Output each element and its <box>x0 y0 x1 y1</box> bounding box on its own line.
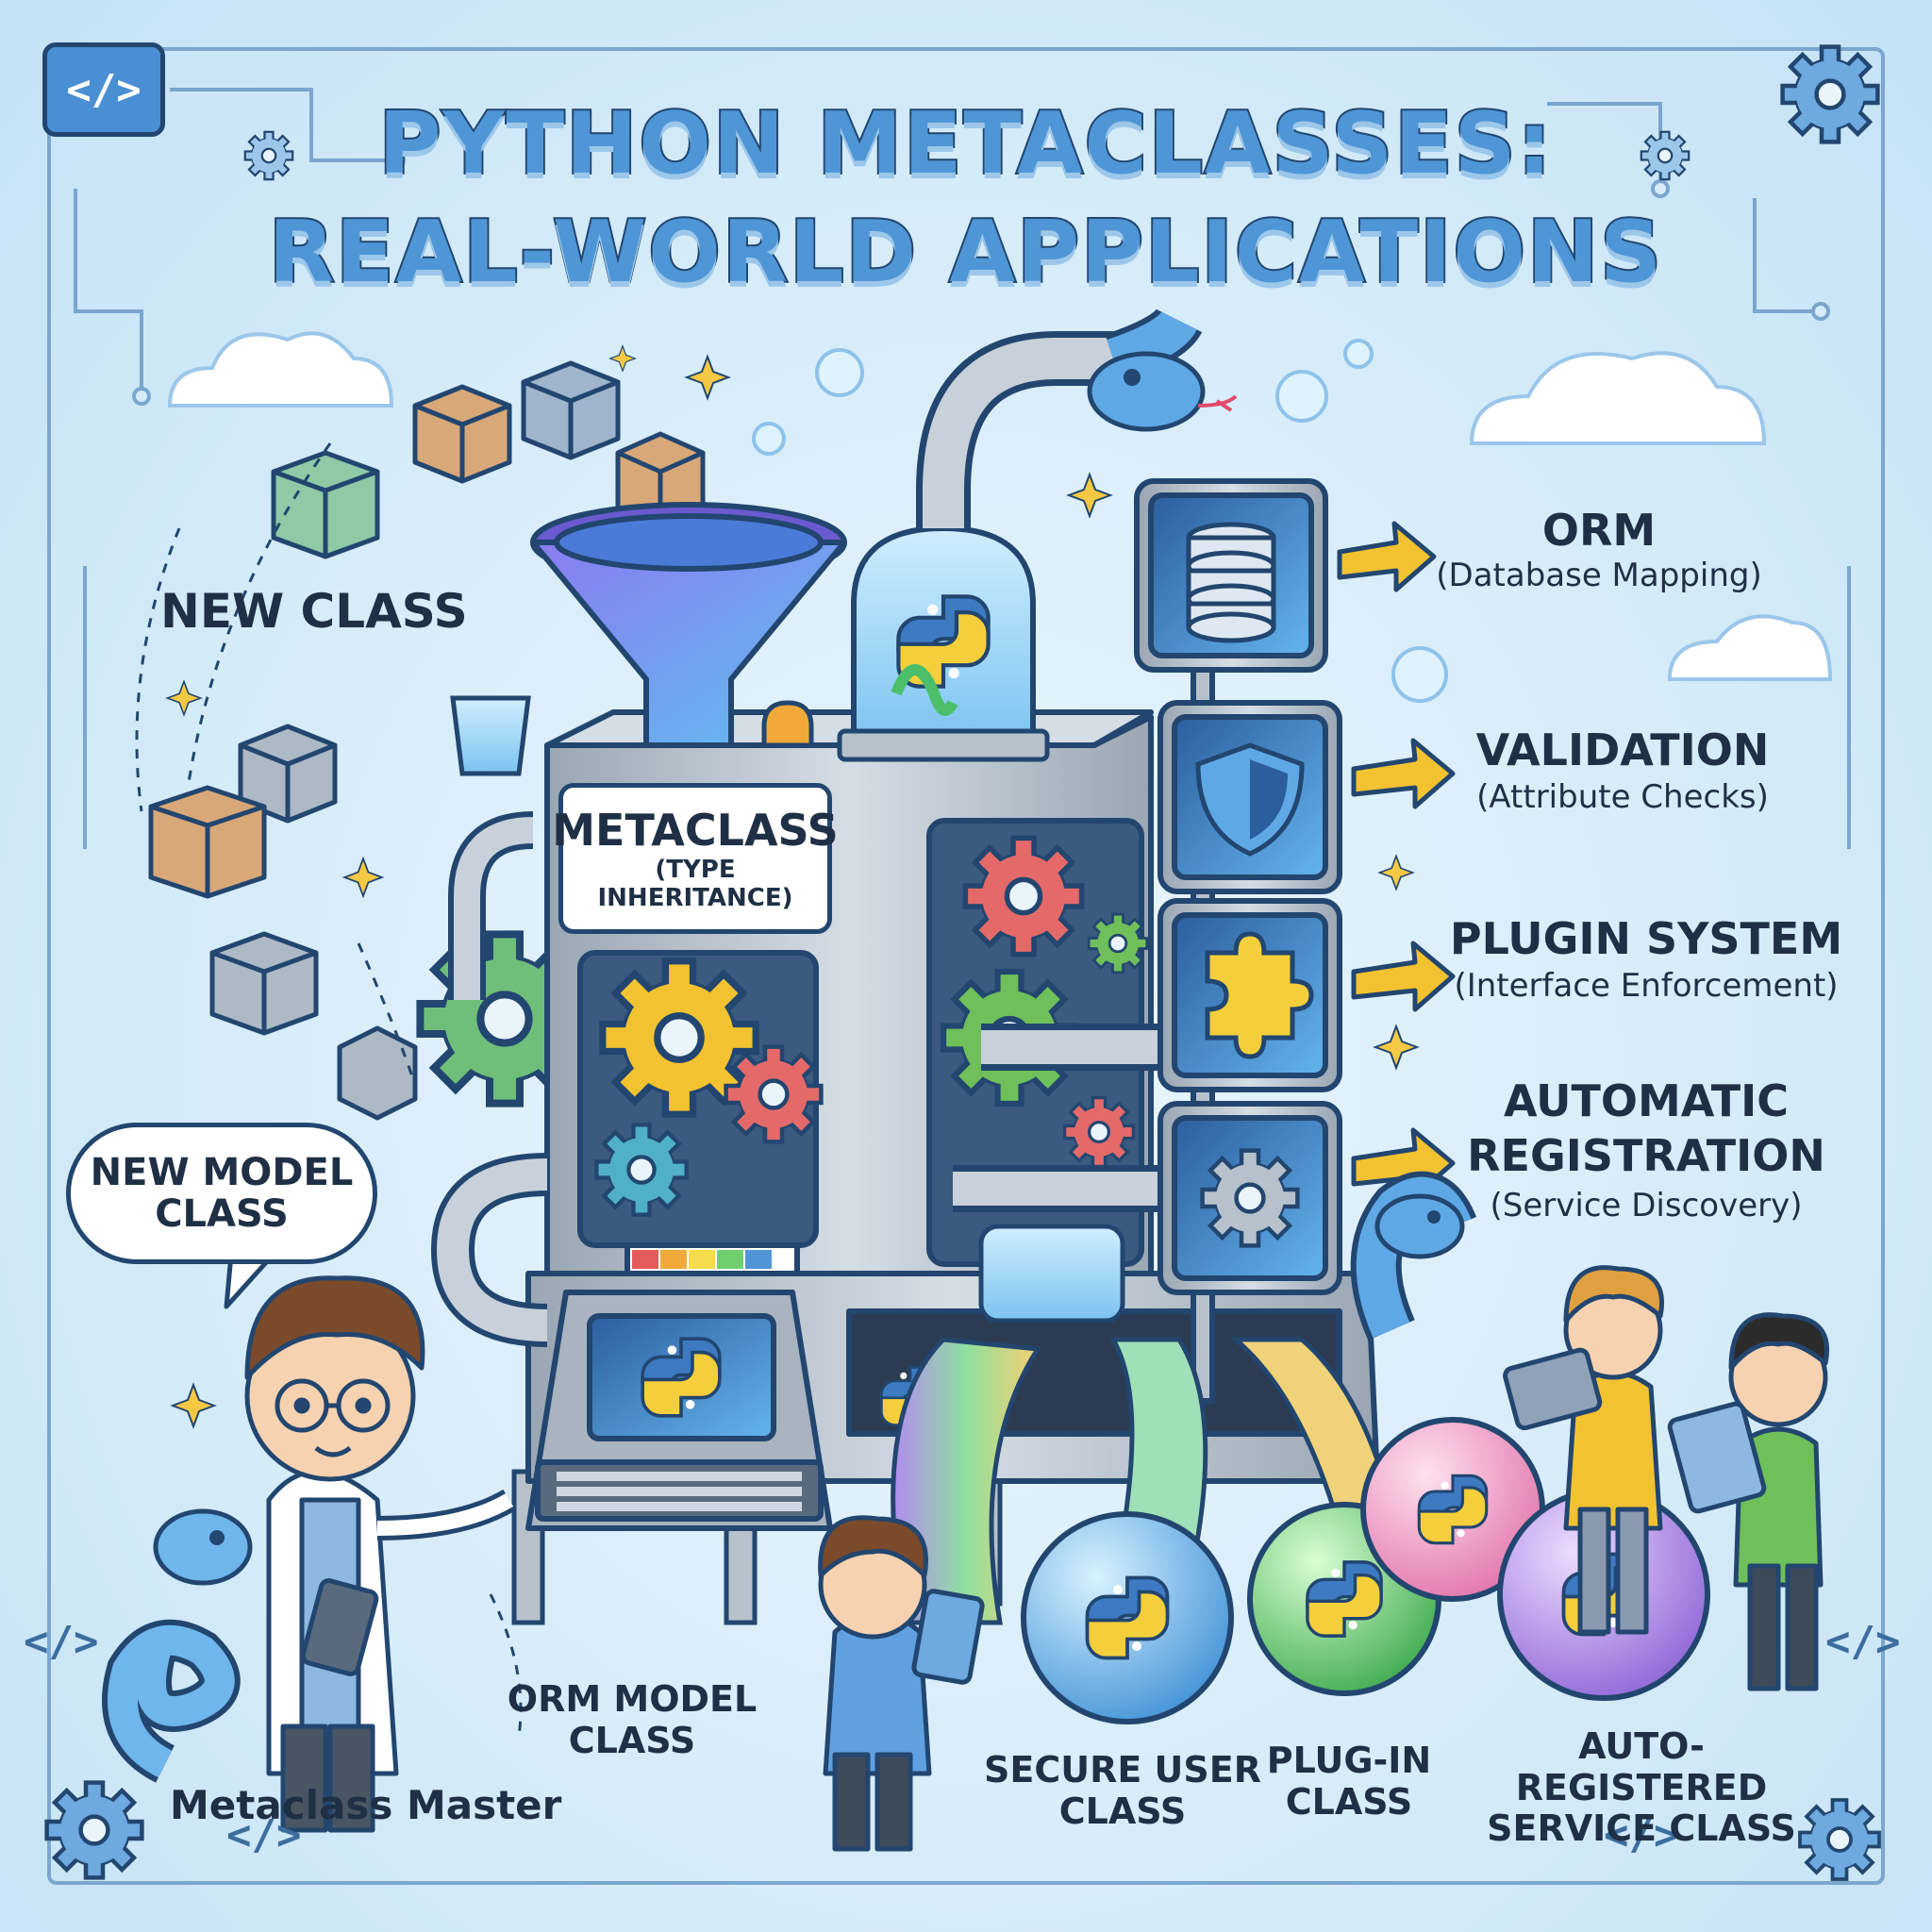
circuit-frame <box>47 47 1885 1885</box>
gear-icon <box>1062 1095 1136 1169</box>
plate-subtitle: (TYPE INHERITANCE) <box>597 856 793 912</box>
keyboard-keys <box>557 1472 802 1511</box>
side-beaker <box>450 695 531 776</box>
snake-icon <box>102 1508 253 1783</box>
plugin-class-label: PLUG-IN CLASS <box>1266 1740 1432 1823</box>
speech-bubble: NEW MODEL CLASS <box>66 1123 377 1264</box>
class-cubes <box>148 360 706 1121</box>
snake-icon <box>1350 1171 1477 1341</box>
cloud-icon <box>167 331 1833 681</box>
orm-model-class-label: ORM MODEL CLASS <box>507 1678 758 1761</box>
status-lights <box>632 1250 772 1269</box>
app-validation-name: VALIDATION <box>1475 724 1770 775</box>
app-registration-name-line1: AUTOMATIC <box>1503 1075 1790 1126</box>
circuit-lines <box>74 88 1851 849</box>
gear-icon <box>1203 1151 1298 1246</box>
snake-icon <box>1087 307 1238 432</box>
secure-user-class-label: SECURE USER CLASS <box>984 1749 1261 1832</box>
app-registration-name-line2: REGISTRATION <box>1467 1130 1825 1181</box>
app-plugin-subtitle: (Interface Enforcement) <box>1454 967 1839 1005</box>
metaclass-plate: METACLASS (TYPE INHERITANCE) <box>552 783 839 934</box>
observer-character <box>1503 1265 1664 1635</box>
developer-character <box>818 1515 985 1852</box>
app-registration-subtitle: (Service Discovery) <box>1490 1187 1803 1224</box>
input-funnel <box>530 502 847 748</box>
database-icon <box>1186 522 1276 643</box>
code-icon: </> <box>226 1811 302 1859</box>
app-orm-subtitle: (Database Mapping) <box>1436 557 1762 594</box>
master-caption: Metaclass Master <box>170 1782 562 1828</box>
gear-icon <box>596 1124 686 1214</box>
page-title-line1: PYTHON METACLASSES: <box>376 92 1554 195</box>
code-icon: </> <box>42 42 165 137</box>
liquid-tank <box>978 1224 1125 1324</box>
motion-lines <box>489 1593 523 1737</box>
app-validation-subtitle: (Attribute Checks) <box>1476 778 1769 816</box>
corner-gear-icon <box>47 1783 142 1878</box>
app-plugin-name: PLUGIN SYSTEM <box>1449 913 1843 964</box>
puzzle-icon <box>1205 931 1314 1059</box>
code-icon: </> <box>24 1618 99 1666</box>
app-orm-name: ORM <box>1541 505 1657 556</box>
bubble-decor <box>752 339 1448 703</box>
shield-icon <box>1195 742 1305 857</box>
code-icon: </> <box>1604 1811 1679 1859</box>
internal-pipes <box>953 1024 1160 1212</box>
auto-registered-class-label: AUTO-REGISTERED SERVICE CLASS <box>1487 1725 1796 1850</box>
plate-title: METACLASS <box>552 805 839 856</box>
glass-dome <box>837 525 1050 762</box>
code-icon: </> <box>1825 1618 1901 1666</box>
page-title-line2: REAL-WORLD APPLICATIONS <box>267 201 1664 304</box>
observer-character <box>1667 1312 1829 1691</box>
metaclass-master-character <box>244 1275 516 1833</box>
motion-lines <box>135 442 417 1086</box>
gear-icon <box>1087 912 1149 974</box>
gear-icon <box>726 1047 822 1142</box>
gear-icon <box>965 838 1081 954</box>
new-class-label: NEW CLASS <box>160 584 468 639</box>
alarm-light <box>761 700 814 748</box>
top-pipe <box>916 331 1113 528</box>
